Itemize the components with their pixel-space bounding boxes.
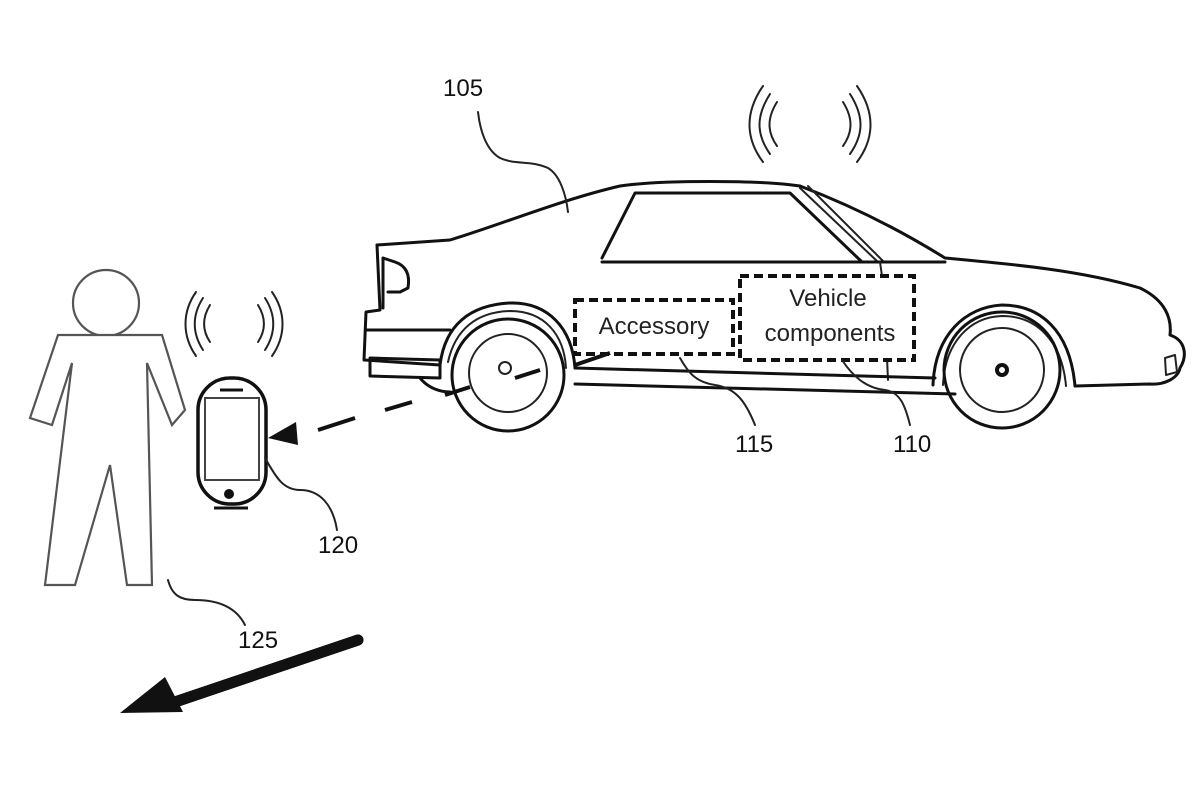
vehicle-components-label-line2: components bbox=[765, 320, 896, 347]
accessory-box: Accessory bbox=[573, 298, 735, 356]
label-120: 120 bbox=[318, 532, 358, 559]
movement-direction-arrow bbox=[120, 634, 364, 713]
user-figure bbox=[28, 268, 187, 587]
vehicle-wireless-signal-icon bbox=[748, 85, 872, 163]
communication-link bbox=[268, 351, 611, 445]
front-wheel bbox=[942, 310, 1062, 430]
label-115: 115 bbox=[735, 431, 773, 458]
label-110: 110 bbox=[893, 431, 931, 458]
leader-lines bbox=[167, 111, 911, 626]
arrow-head-icon bbox=[268, 422, 298, 445]
device-wireless-signal-icon bbox=[184, 291, 284, 357]
label-125: 125 bbox=[238, 627, 278, 654]
rear-wheel bbox=[450, 317, 566, 433]
accessory-label: Accessory bbox=[599, 313, 710, 340]
vehicle-components-label-line1: Vehicle bbox=[789, 285, 866, 312]
vehicle-components-box: Vehicle components bbox=[738, 274, 916, 362]
mobile-device bbox=[196, 376, 268, 510]
label-105: 105 bbox=[443, 75, 483, 102]
